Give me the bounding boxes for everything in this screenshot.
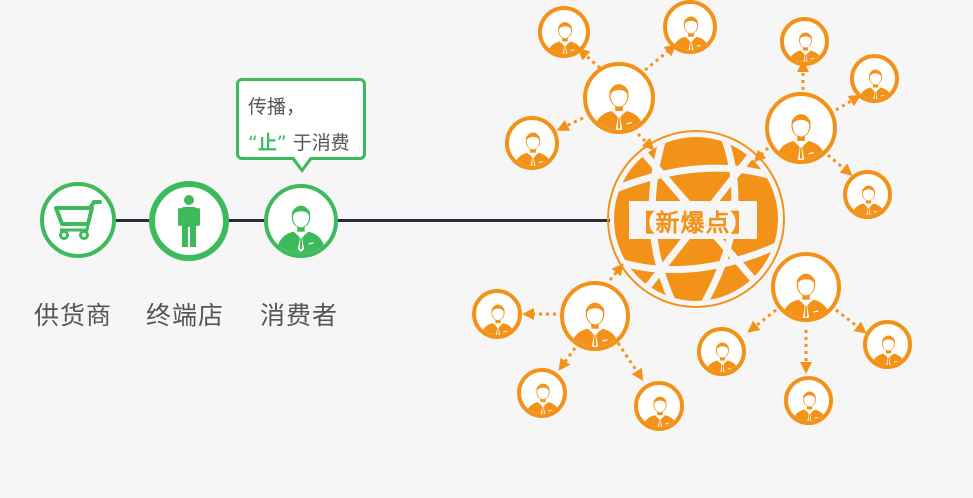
businessman-icon (542, 12, 586, 58)
businessman-icon (788, 382, 829, 425)
cluster-top-left-child-3 (505, 116, 559, 170)
businessman-icon (564, 289, 626, 351)
bubble-rest: 于消费 (286, 132, 350, 154)
cluster-bottom-left-child-2 (517, 368, 567, 418)
businessman-icon (769, 100, 833, 164)
businessman-icon (509, 122, 555, 170)
cluster-top-right-child-3 (843, 170, 892, 219)
consumer-node (264, 184, 338, 258)
cluster-top-left-center (583, 62, 655, 134)
businessman-icon (521, 374, 563, 418)
cluster-bottom-right-child-2 (784, 376, 833, 425)
quote-open: “ (248, 132, 258, 154)
businessman-icon (476, 295, 518, 339)
businessman-icon (587, 70, 651, 134)
cluster-top-left-child-1 (538, 6, 590, 58)
cluster-bottom-left-child-1 (472, 289, 522, 339)
businessman-icon (701, 333, 742, 376)
businessman-icon (784, 23, 825, 66)
cluster-bottom-right-child-3 (863, 320, 912, 369)
shopping-cart-icon (54, 200, 102, 240)
bubble-tail-inner (294, 157, 310, 168)
speech-bubble: 传播， “止” 于消费 (236, 78, 366, 160)
store-label: 终端店 (146, 301, 225, 330)
cluster-top-right-child-2 (850, 54, 899, 103)
cluster-bottom-left-child-3 (634, 381, 684, 431)
supplier-label: 供货商 (34, 301, 113, 330)
cluster-bottom-right-center (771, 252, 841, 322)
cluster-top-left-child-2 (663, 0, 717, 54)
cluster-top-right-center (765, 92, 837, 164)
cluster-top-right-child-1 (780, 17, 829, 66)
bubble-line-2: “止” 于消费 (248, 125, 363, 161)
hub-label: 【新爆点】 (629, 201, 757, 239)
businessman-icon (775, 260, 837, 322)
chain-connector-line (110, 219, 610, 222)
businessman-icon (667, 6, 713, 54)
supplier-node (40, 182, 116, 258)
cluster-bottom-left-center (560, 281, 630, 351)
consumer-label: 消费者 (260, 301, 339, 330)
bubble-line-1: 传播， (248, 96, 306, 118)
businessman-icon (867, 326, 908, 369)
bubble-highlight: 止 (257, 132, 277, 154)
businessman-icon (854, 60, 895, 103)
quote-close: ” (276, 132, 287, 154)
businessman-icon (847, 176, 888, 219)
businessman-icon (638, 387, 680, 431)
store-node (149, 181, 229, 261)
standing-person-icon (178, 195, 200, 247)
cluster-bottom-right-child-1 (697, 327, 746, 376)
